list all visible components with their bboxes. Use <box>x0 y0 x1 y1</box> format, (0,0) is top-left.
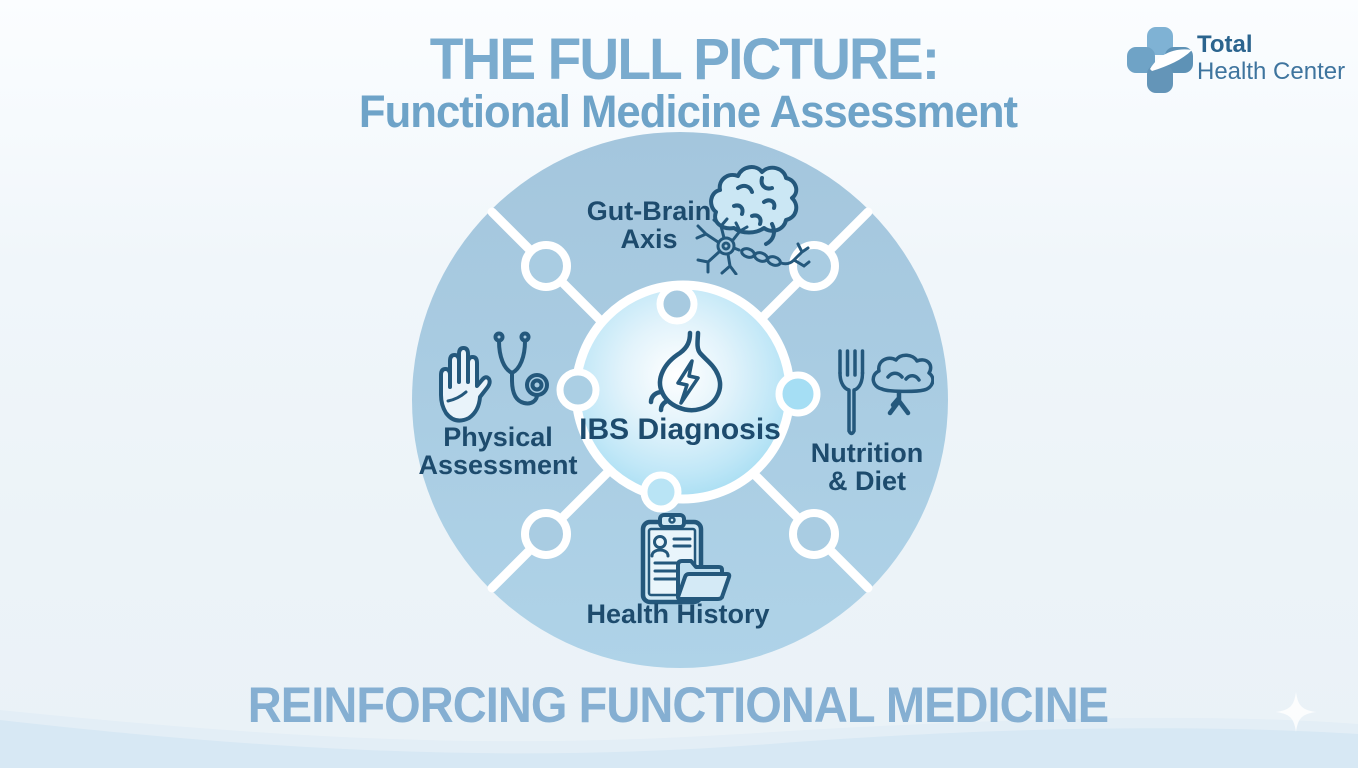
folder-icon <box>676 559 732 601</box>
piece-label-line: & Diet <box>827 466 907 496</box>
puzzle-wheel <box>412 132 948 668</box>
piece-label-line: Gut-Brain <box>586 196 712 226</box>
nutrition-icons <box>838 349 934 436</box>
piece-label-nutrition-diet: Nutrition & Diet <box>811 439 923 495</box>
piece-label-health-history: Health History <box>586 600 769 628</box>
four-point-sparkle-icon <box>1276 692 1316 732</box>
center-label-ibs-diagnosis: IBS Diagnosis <box>579 413 781 446</box>
stomach-lightning-icon <box>648 330 723 413</box>
piece-label-line: Assessment <box>418 450 578 480</box>
bottom-wave <box>0 710 1358 768</box>
piece-label-gut-brain-axis: Gut-Brain Axis <box>587 197 712 253</box>
piece-label-line: Physical <box>443 422 553 452</box>
footer-tagline: REINFORCING FUNCTIONAL MEDICINE <box>247 677 1109 733</box>
fork-icon <box>838 349 865 436</box>
physical-assessment-icons <box>439 331 549 423</box>
health-history-icons <box>640 513 732 605</box>
page-title: THE FULL PICTURE: <box>429 27 940 92</box>
piece-label-physical-assessment: Physical Assessment <box>418 423 577 479</box>
stethoscope-icon <box>493 331 549 406</box>
piece-label-line: Health History <box>586 599 770 629</box>
gut-brain-icons <box>695 165 811 275</box>
piece-label-line: Axis <box>620 224 678 254</box>
cross-leaf-logo-icon <box>1127 27 1193 93</box>
brain-icon <box>709 165 799 246</box>
neuron-icon <box>695 217 811 275</box>
page-subtitle: Functional Medicine Assessment <box>358 86 1018 137</box>
hand-icon <box>439 346 492 423</box>
logo-text: Total Health Center <box>1197 31 1345 85</box>
logo-name-secondary: Health Center <box>1197 58 1346 85</box>
logo-name: Total <box>1197 31 1253 58</box>
piece-label-line: Nutrition <box>810 438 924 468</box>
broccoli-icon <box>871 353 934 416</box>
